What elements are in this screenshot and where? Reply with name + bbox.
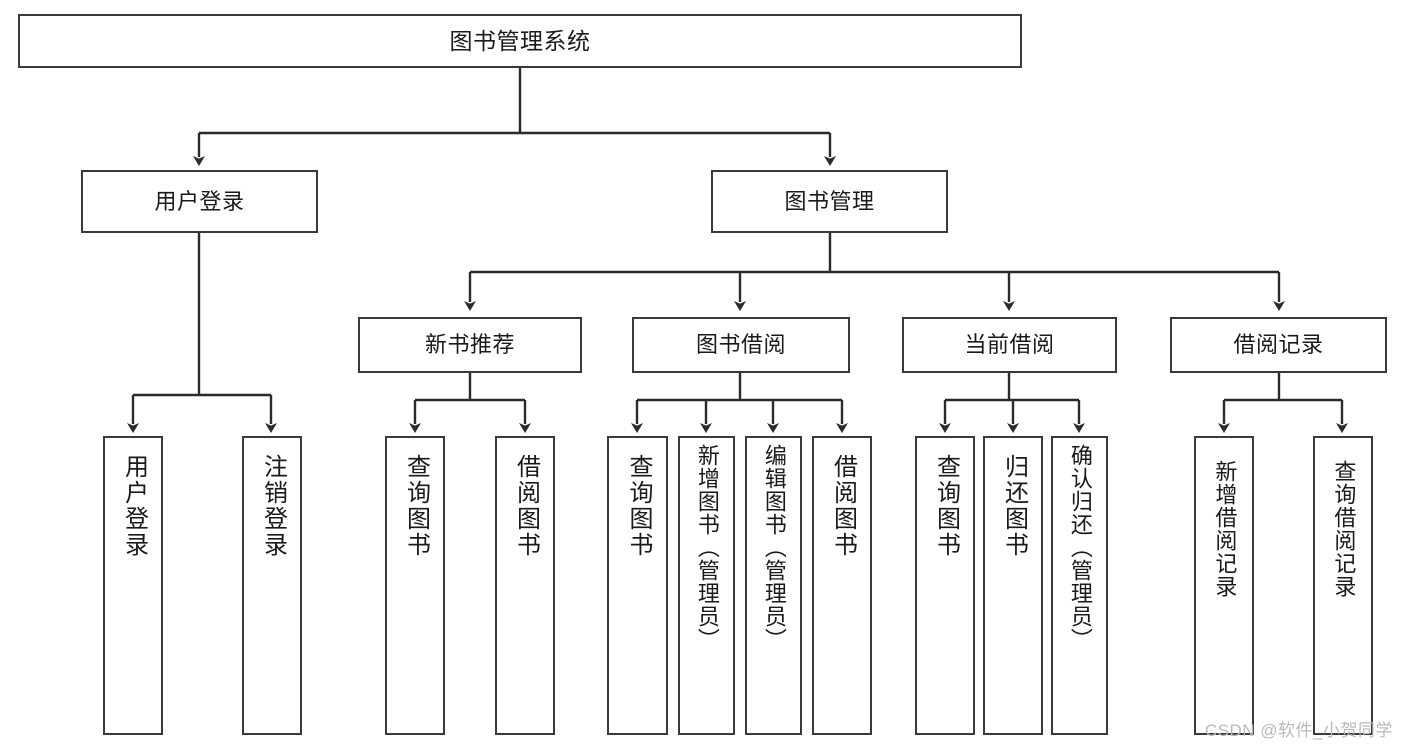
leaf-borrow-book-1[interactable]: 借阅图书 [495, 436, 555, 735]
leaf-logout[interactable]: 注销登录 [242, 436, 302, 735]
node-label: 图书借阅 [695, 332, 786, 358]
leaf-confirm-return[interactable]: 确认归还（管理员） [1051, 436, 1108, 735]
node-label: 查询图书 [402, 454, 430, 558]
node-label: 查询图书 [624, 454, 652, 558]
node-label: 查询借阅记录 [1331, 460, 1357, 598]
node-label: 编辑图书（管理员） [761, 444, 787, 651]
node-borrow-record[interactable]: 借阅记录 [1170, 317, 1387, 373]
leaf-return-book[interactable]: 归还图书 [983, 436, 1043, 735]
leaf-borrow-book-2[interactable]: 借阅图书 [812, 436, 872, 735]
node-current-borrow[interactable]: 当前借阅 [902, 317, 1117, 373]
node-user-login[interactable]: 用户登录 [81, 170, 318, 233]
leaf-add-book[interactable]: 新增图书（管理员） [678, 436, 735, 735]
node-label: 新增图书（管理员） [694, 444, 720, 651]
leaf-query-book-1[interactable]: 查询图书 [385, 436, 445, 735]
node-book-borrow[interactable]: 图书借阅 [632, 317, 850, 373]
node-new-book-recommend[interactable]: 新书推荐 [358, 317, 582, 373]
node-label: 新书推荐 [424, 332, 515, 358]
node-label: 注销登录 [259, 454, 287, 558]
leaf-query-book-2[interactable]: 查询图书 [607, 436, 668, 735]
node-label: 归还图书 [1000, 454, 1028, 558]
node-label: 用户登录 [120, 454, 148, 558]
node-label: 图书管理系统 [449, 27, 591, 54]
leaf-user-login[interactable]: 用户登录 [103, 436, 163, 735]
node-label: 借阅图书 [829, 454, 857, 558]
leaf-add-record[interactable]: 新增借阅记录 [1194, 436, 1254, 735]
leaf-query-book-3[interactable]: 查询图书 [915, 436, 975, 735]
node-label: 借阅图书 [512, 454, 540, 558]
node-label: 借阅记录 [1233, 332, 1324, 358]
node-label: 图书管理 [784, 188, 875, 214]
node-label: 确认归还（管理员） [1067, 444, 1093, 651]
node-book-manage[interactable]: 图书管理 [711, 170, 948, 233]
csdn-watermark: CSDN @软件_小贺同学 [1204, 721, 1393, 740]
node-label: 查询图书 [932, 454, 960, 558]
leaf-edit-book[interactable]: 编辑图书（管理员） [745, 436, 802, 735]
leaf-query-record[interactable]: 查询借阅记录 [1313, 436, 1373, 735]
node-root-system[interactable]: 图书管理系统 [18, 14, 1022, 68]
node-label: 新增借阅记录 [1212, 460, 1238, 598]
node-label: 用户登录 [154, 188, 245, 214]
node-label: 当前借阅 [964, 332, 1055, 358]
